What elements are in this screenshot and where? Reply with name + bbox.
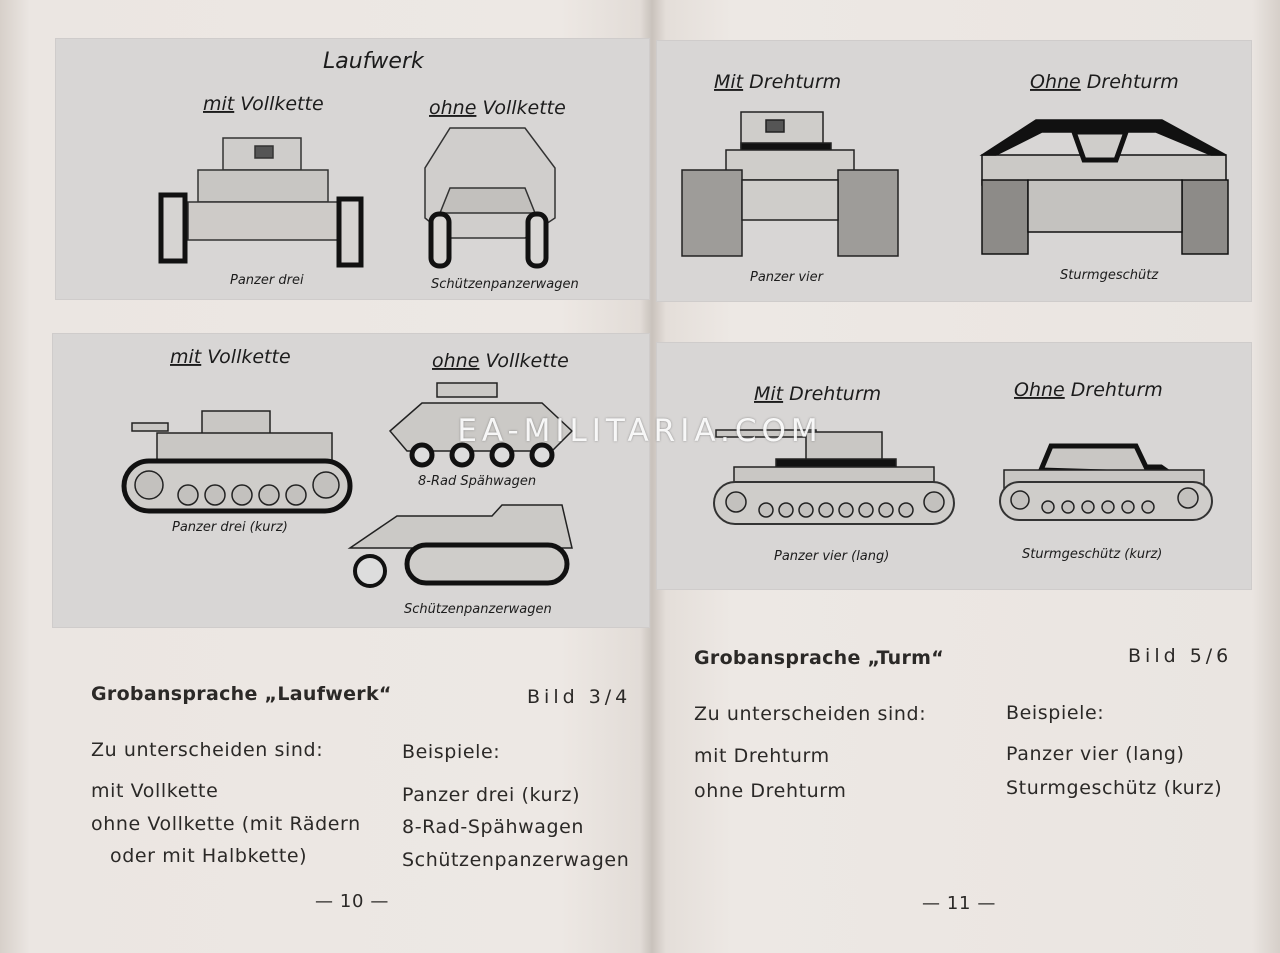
- front-view-illustration: Laufwerk mit Vollkette ohne Vollkette Pa…: [158, 49, 579, 292]
- schuetzenpanzerwagen-front-drawing: [424, 127, 556, 269]
- distinguish-title-2: Zu unterscheiden sind:: [694, 703, 927, 725]
- schuetzenpanzerwagen-side-drawing: [347, 504, 573, 588]
- figure-reference-2: Bild 5/6: [1128, 645, 1233, 667]
- example-item: Panzer drei (kurz): [402, 784, 581, 806]
- distinguish-item-2: mit Drehturm: [694, 745, 830, 767]
- panzer-drei-kurz-side-drawing: [121, 410, 353, 514]
- heading-ohne-2: ohne: [432, 350, 479, 372]
- heading-ohne-drehturm-d: Drehturm: [1065, 379, 1163, 401]
- heading-mit-drehturm-a: Mit: [714, 71, 745, 93]
- heading-mit-drehturm-d: Drehturm: [783, 383, 881, 405]
- svg-text:Ohne Drehturm: Ohne Drehturm: [1030, 71, 1179, 93]
- caption-schuetzenpanzerwagen: Schützenpanzerwagen: [431, 277, 579, 292]
- example-item: Schützenpanzerwagen: [402, 849, 630, 871]
- heading-mit-2: mit: [170, 346, 203, 368]
- heading-vollkette-2: Vollkette: [476, 97, 565, 119]
- heading-ohne-drehturm-a: Ohne: [1030, 71, 1081, 93]
- caption-panzer-drei-kurz: Panzer drei (kurz): [172, 520, 288, 535]
- distinguish-item: mit Vollkette: [91, 780, 219, 802]
- panzer-vier-lang-side-drawing: [713, 429, 955, 525]
- page-number-2: — 11 —: [922, 893, 996, 914]
- caption-schuetzenpanzerwagen-2: Schützenpanzerwagen: [404, 602, 552, 617]
- distinguish-item: oder mit Halbkette): [110, 845, 308, 867]
- side-view-illustration-2: Mit Drehturm Ohne Drehturm Panzer vier (…: [713, 379, 1213, 564]
- right-page: Mit Drehturm Ohne Drehturm Panzer vier: [652, 0, 1280, 953]
- caption-sturmgeschuetz: Sturmgeschütz: [1060, 268, 1159, 283]
- caption-panzer-drei: Panzer drei: [230, 273, 304, 288]
- heading-ohne: ohne: [429, 97, 476, 119]
- left-page: Laufwerk mit Vollkette ohne Vollkette Pa…: [0, 0, 652, 953]
- sturmgeschuetz-front-drawing: [979, 119, 1229, 255]
- examples-title: Beispiele:: [402, 741, 501, 763]
- laufwerk-side-view-panel: mit Vollkette ohne Vollkette Panzer drei…: [52, 333, 650, 628]
- heading-mit-drehturm-c: Mit: [754, 383, 785, 405]
- svg-text:Mit Drehturm: Mit Drehturm: [714, 71, 841, 93]
- heading-mit: mit: [203, 93, 236, 115]
- svg-text:ohne Vollkette: ohne Vollkette: [429, 97, 566, 119]
- section-heading: Grobansprache „Laufwerk“: [91, 683, 392, 705]
- panzer-drei-front-drawing: [158, 137, 364, 268]
- svg-text:mit Vollkette: mit Vollkette: [170, 346, 291, 368]
- watermark: EA-MILITARIA.COM: [457, 413, 823, 449]
- turm-front-view-panel: Mit Drehturm Ohne Drehturm Panzer vier: [656, 40, 1252, 302]
- front-view-illustration-2: Mit Drehturm Ohne Drehturm Panzer vier: [681, 71, 1229, 285]
- achtrad-spaehwagen-drawing: [388, 382, 574, 468]
- distinguish-item: ohne Vollkette (mit Rädern: [91, 813, 361, 835]
- laufwerk-front-view-panel: Laufwerk mit Vollkette ohne Vollkette Pa…: [55, 38, 650, 300]
- heading-ohne-drehturm-b: Drehturm: [1081, 71, 1179, 93]
- panel-title: Laufwerk: [323, 49, 425, 74]
- caption-sturmgeschuetz-kurz: Sturmgeschütz (kurz): [1022, 547, 1162, 562]
- svg-text:Ohne Drehturm: Ohne Drehturm: [1014, 379, 1163, 401]
- example-item: 8-Rad-Spähwagen: [402, 816, 585, 838]
- svg-text:mit Vollkette: mit Vollkette: [203, 93, 324, 115]
- heading-ohne-drehturm-c: Ohne: [1014, 379, 1065, 401]
- examples-title-2: Beispiele:: [1006, 702, 1105, 724]
- side-view-illustration: mit Vollkette ohne Vollkette Panzer drei…: [121, 346, 574, 617]
- svg-text:ohne Vollkette: ohne Vollkette: [432, 350, 569, 372]
- heading-vollkette-3: Vollkette: [201, 346, 290, 368]
- turm-side-view-panel: Mit Drehturm Ohne Drehturm Panzer vier (…: [656, 342, 1252, 590]
- svg-text:Mit Drehturm: Mit Drehturm: [754, 383, 881, 405]
- caption-8-rad-spaehwagen: 8-Rad Spähwagen: [418, 474, 536, 489]
- distinguish-item-2: ohne Drehturm: [694, 780, 847, 802]
- panzer-vier-front-drawing: [681, 111, 899, 257]
- section-heading-2: Grobansprache „Turm“: [694, 647, 945, 669]
- sturmgeschuetz-kurz-side-drawing: [999, 443, 1213, 521]
- page-number: — 10 —: [315, 891, 389, 912]
- distinguish-title: Zu unterscheiden sind:: [91, 739, 324, 761]
- example-item-2: Panzer vier (lang): [1006, 743, 1185, 765]
- heading-vollkette: Vollkette: [234, 93, 323, 115]
- example-item-2: Sturmgeschütz (kurz): [1006, 777, 1223, 799]
- caption-panzer-vier-lang: Panzer vier (lang): [774, 549, 889, 564]
- heading-mit-drehturm-b: Drehturm: [743, 71, 841, 93]
- heading-vollkette-4: Vollkette: [479, 350, 568, 372]
- figure-reference: Bild 3/4: [527, 686, 632, 708]
- caption-panzer-vier: Panzer vier: [750, 270, 825, 285]
